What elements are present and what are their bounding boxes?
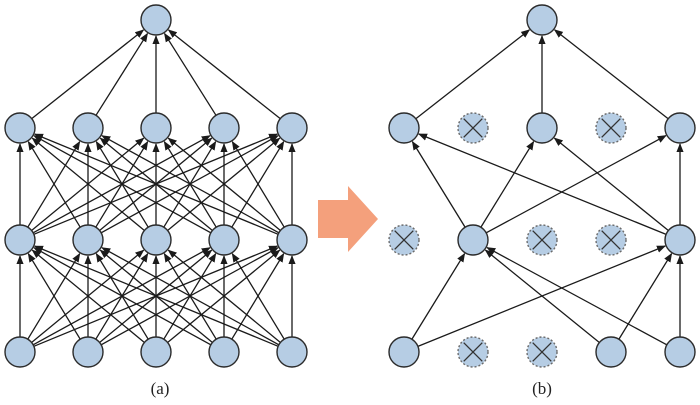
panel-b-input-node — [664, 336, 696, 368]
panel-a-edge — [167, 249, 281, 343]
panel-b-caption: (b) — [532, 379, 552, 398]
panel-a-nodes — [4, 4, 308, 368]
panel-a-edge — [167, 29, 281, 120]
panel-a-input-node — [208, 336, 240, 368]
panel-a-edge — [33, 133, 279, 235]
panel-a-edge — [33, 247, 212, 346]
panel-a-edge — [33, 245, 279, 347]
panel-b-edge — [553, 29, 669, 120]
panel-a-input-node — [4, 336, 36, 368]
panel-a-hidden1-node — [140, 224, 172, 256]
panel-a-edge — [31, 249, 145, 343]
panel-b-hidden2-node-dropped — [457, 112, 489, 144]
panel-b-edge — [618, 252, 673, 340]
panel-a-hidden2-node — [72, 112, 104, 144]
panel-a-input-node — [72, 336, 104, 368]
panel-b-nodes — [388, 4, 696, 368]
panel-a-hidden1-node — [4, 224, 36, 256]
panel-a-caption: (a) — [151, 379, 170, 398]
panel-b-hidden2-node — [388, 112, 420, 144]
panel-a-edge — [101, 247, 280, 346]
panel-a-edge — [163, 32, 217, 116]
panel-a-hidden2-node — [208, 112, 240, 144]
panel-b-hidden1-node-dropped — [595, 224, 627, 256]
panel-b-input-node-dropped — [526, 336, 558, 368]
panel-b-hidden2-node-dropped — [595, 112, 627, 144]
panel-a-hidden1-node — [208, 224, 240, 256]
panel-b-edge — [411, 252, 466, 340]
panel-b-dropout-network: (b) — [388, 4, 696, 398]
panel-a-hidden1-node — [276, 224, 308, 256]
panel-b-hidden1-node — [457, 224, 489, 256]
panel-a-standard-network: (a) — [4, 4, 308, 398]
panel-b-hidden2-node — [664, 112, 696, 144]
panel-b-edge — [480, 140, 535, 228]
panel-a-edges — [16, 29, 296, 347]
panel-b-input-node — [388, 336, 420, 368]
panel-a-hidden2-node — [276, 112, 308, 144]
panel-a-edge — [27, 252, 81, 340]
panel-b-input-node — [595, 336, 627, 368]
panel-a-edge — [33, 135, 212, 234]
panel-a-edge — [231, 140, 285, 228]
panel-a-edge — [31, 137, 145, 231]
panel-b-input-node-dropped — [457, 336, 489, 368]
panel-a-output-node — [140, 4, 172, 36]
panel-a-hidden1-node — [72, 224, 104, 256]
panel-b-hidden1-node — [664, 224, 696, 256]
panel-a-edge — [101, 135, 280, 234]
panel-b-edges — [411, 29, 684, 347]
panel-a-edge — [27, 140, 81, 228]
right-arrow-icon — [318, 186, 378, 252]
panel-a-edge — [31, 29, 145, 120]
panel-a-edge — [95, 32, 149, 116]
panel-b-hidden1-node-dropped — [526, 224, 558, 256]
panel-b-hidden2-node — [526, 112, 558, 144]
panel-a-hidden2-node — [4, 112, 36, 144]
panel-a-edge — [231, 252, 285, 340]
panel-b-edge — [486, 247, 668, 346]
panel-a-hidden2-node — [140, 112, 172, 144]
panel-b-output-node — [526, 4, 558, 36]
panel-b-hidden1-node-dropped — [388, 224, 420, 256]
panel-b-edge — [417, 133, 667, 235]
panel-b-edge — [411, 140, 466, 228]
panel-a-input-node — [276, 336, 308, 368]
panel-b-edge — [415, 29, 531, 120]
panel-b-edge — [484, 249, 600, 344]
panel-a-input-node — [140, 336, 172, 368]
panel-b-edge — [553, 137, 669, 232]
panel-b-edge — [485, 135, 667, 234]
panel-a-edge — [167, 137, 281, 231]
